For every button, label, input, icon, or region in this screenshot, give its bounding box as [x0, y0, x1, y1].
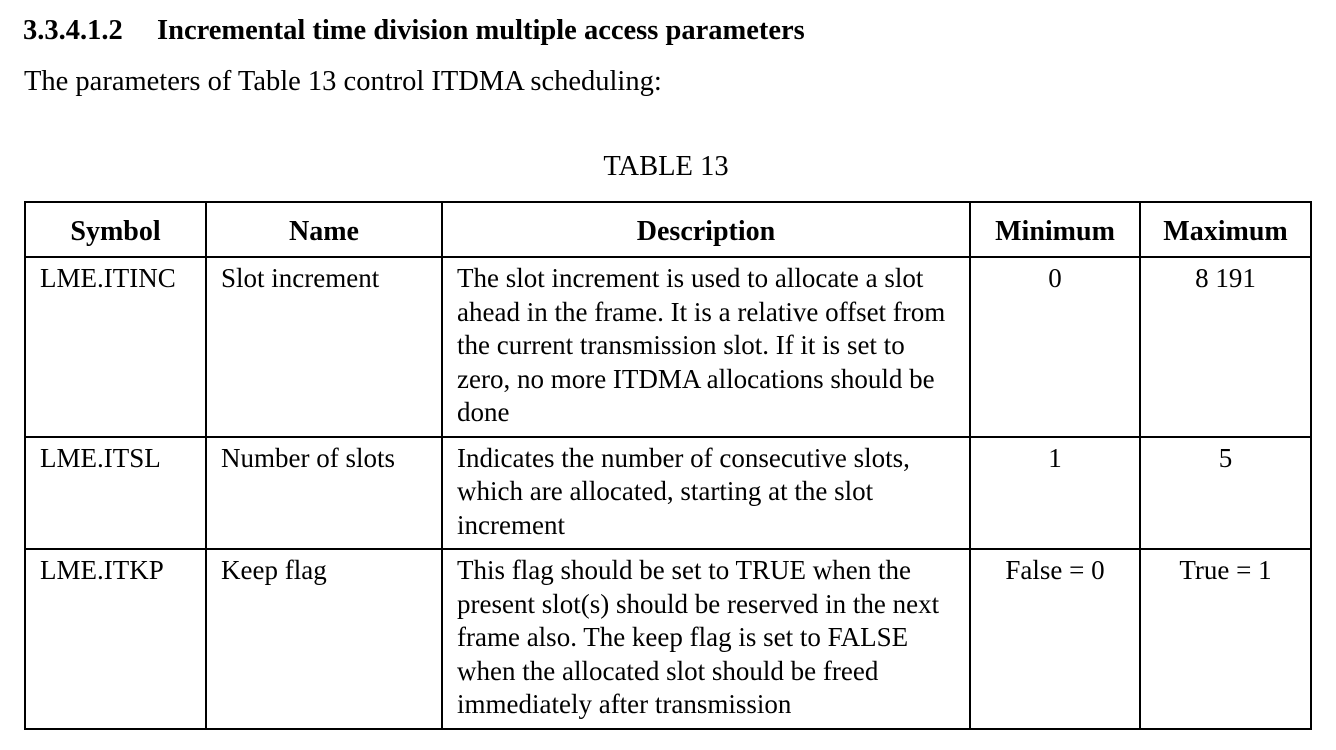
cell-minimum: 0: [969, 256, 1141, 438]
section-title: Incremental time division multiple acces…: [157, 15, 805, 46]
section-number: 3.3.4.1.2: [23, 15, 123, 46]
parameters-table: Symbol Name Description Minimum Maximum …: [24, 201, 1312, 730]
intro-paragraph: The parameters of Table 13 control ITDMA…: [24, 66, 662, 97]
column-header-description: Description: [441, 201, 971, 258]
section-heading: 3.3.4.1.2 Incremental time division multi…: [23, 14, 805, 48]
table-caption: TABLE 13: [603, 151, 729, 182]
cell-description: Indicates the number of consecutive slot…: [441, 435, 971, 550]
cell-description: The slot increment is used to allocate a…: [441, 256, 971, 438]
cell-symbol: LME.ITINC: [24, 256, 207, 438]
cell-minimum: False = 0: [969, 548, 1141, 730]
cell-minimum: 1: [969, 435, 1141, 550]
column-header-minimum: Minimum: [969, 201, 1141, 258]
column-header-symbol: Symbol: [24, 201, 207, 258]
table-row: LME.ITSL Number of slots Indicates the n…: [24, 435, 1312, 550]
cell-name: Keep flag: [205, 548, 443, 730]
table-row: LME.ITKP Keep flag This flag should be s…: [24, 548, 1312, 730]
cell-name: Number of slots: [205, 435, 443, 550]
column-header-maximum: Maximum: [1139, 201, 1312, 258]
cell-maximum: 8 191: [1139, 256, 1312, 438]
cell-maximum: True = 1: [1139, 548, 1312, 730]
cell-symbol: LME.ITKP: [24, 548, 207, 730]
column-header-name: Name: [205, 201, 443, 258]
cell-name: Slot increment: [205, 256, 443, 438]
table-row: LME.ITINC Slot increment The slot increm…: [24, 256, 1312, 438]
table-header-row: Symbol Name Description Minimum Maximum: [24, 201, 1312, 258]
cell-maximum: 5: [1139, 435, 1312, 550]
cell-description: This flag should be set to TRUE when the…: [441, 548, 971, 730]
cell-symbol: LME.ITSL: [24, 435, 207, 550]
